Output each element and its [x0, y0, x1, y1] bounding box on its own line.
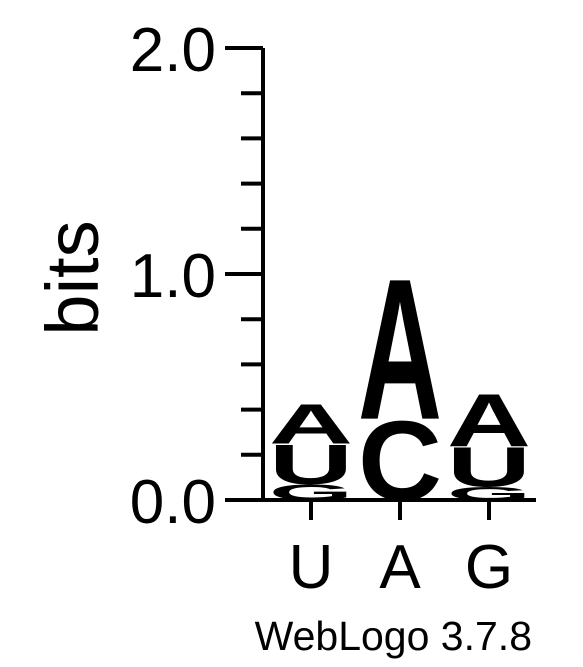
y-axis-label: bits	[31, 220, 114, 335]
y-tick-label: 1.0	[130, 242, 216, 311]
logo-letter-a: A	[269, 393, 353, 456]
x-tick-label: U	[289, 533, 334, 602]
logo-letter-a: A	[447, 377, 531, 462]
logo-letter-u: U	[269, 434, 353, 497]
x-tick-label: G	[465, 533, 513, 602]
logo-letter-u: U	[447, 436, 531, 499]
y-ticks: 0.0 1.0 2.0	[130, 16, 263, 537]
y-tick-label: 2.0	[130, 16, 216, 85]
y-tick-label: 0.0	[130, 468, 216, 537]
footer-credit: WebLogo 3.7.8	[255, 613, 532, 659]
x-tick-label: A	[379, 533, 421, 602]
logo-letter-a: A	[358, 236, 442, 461]
logo-letter-g: G	[447, 483, 531, 504]
